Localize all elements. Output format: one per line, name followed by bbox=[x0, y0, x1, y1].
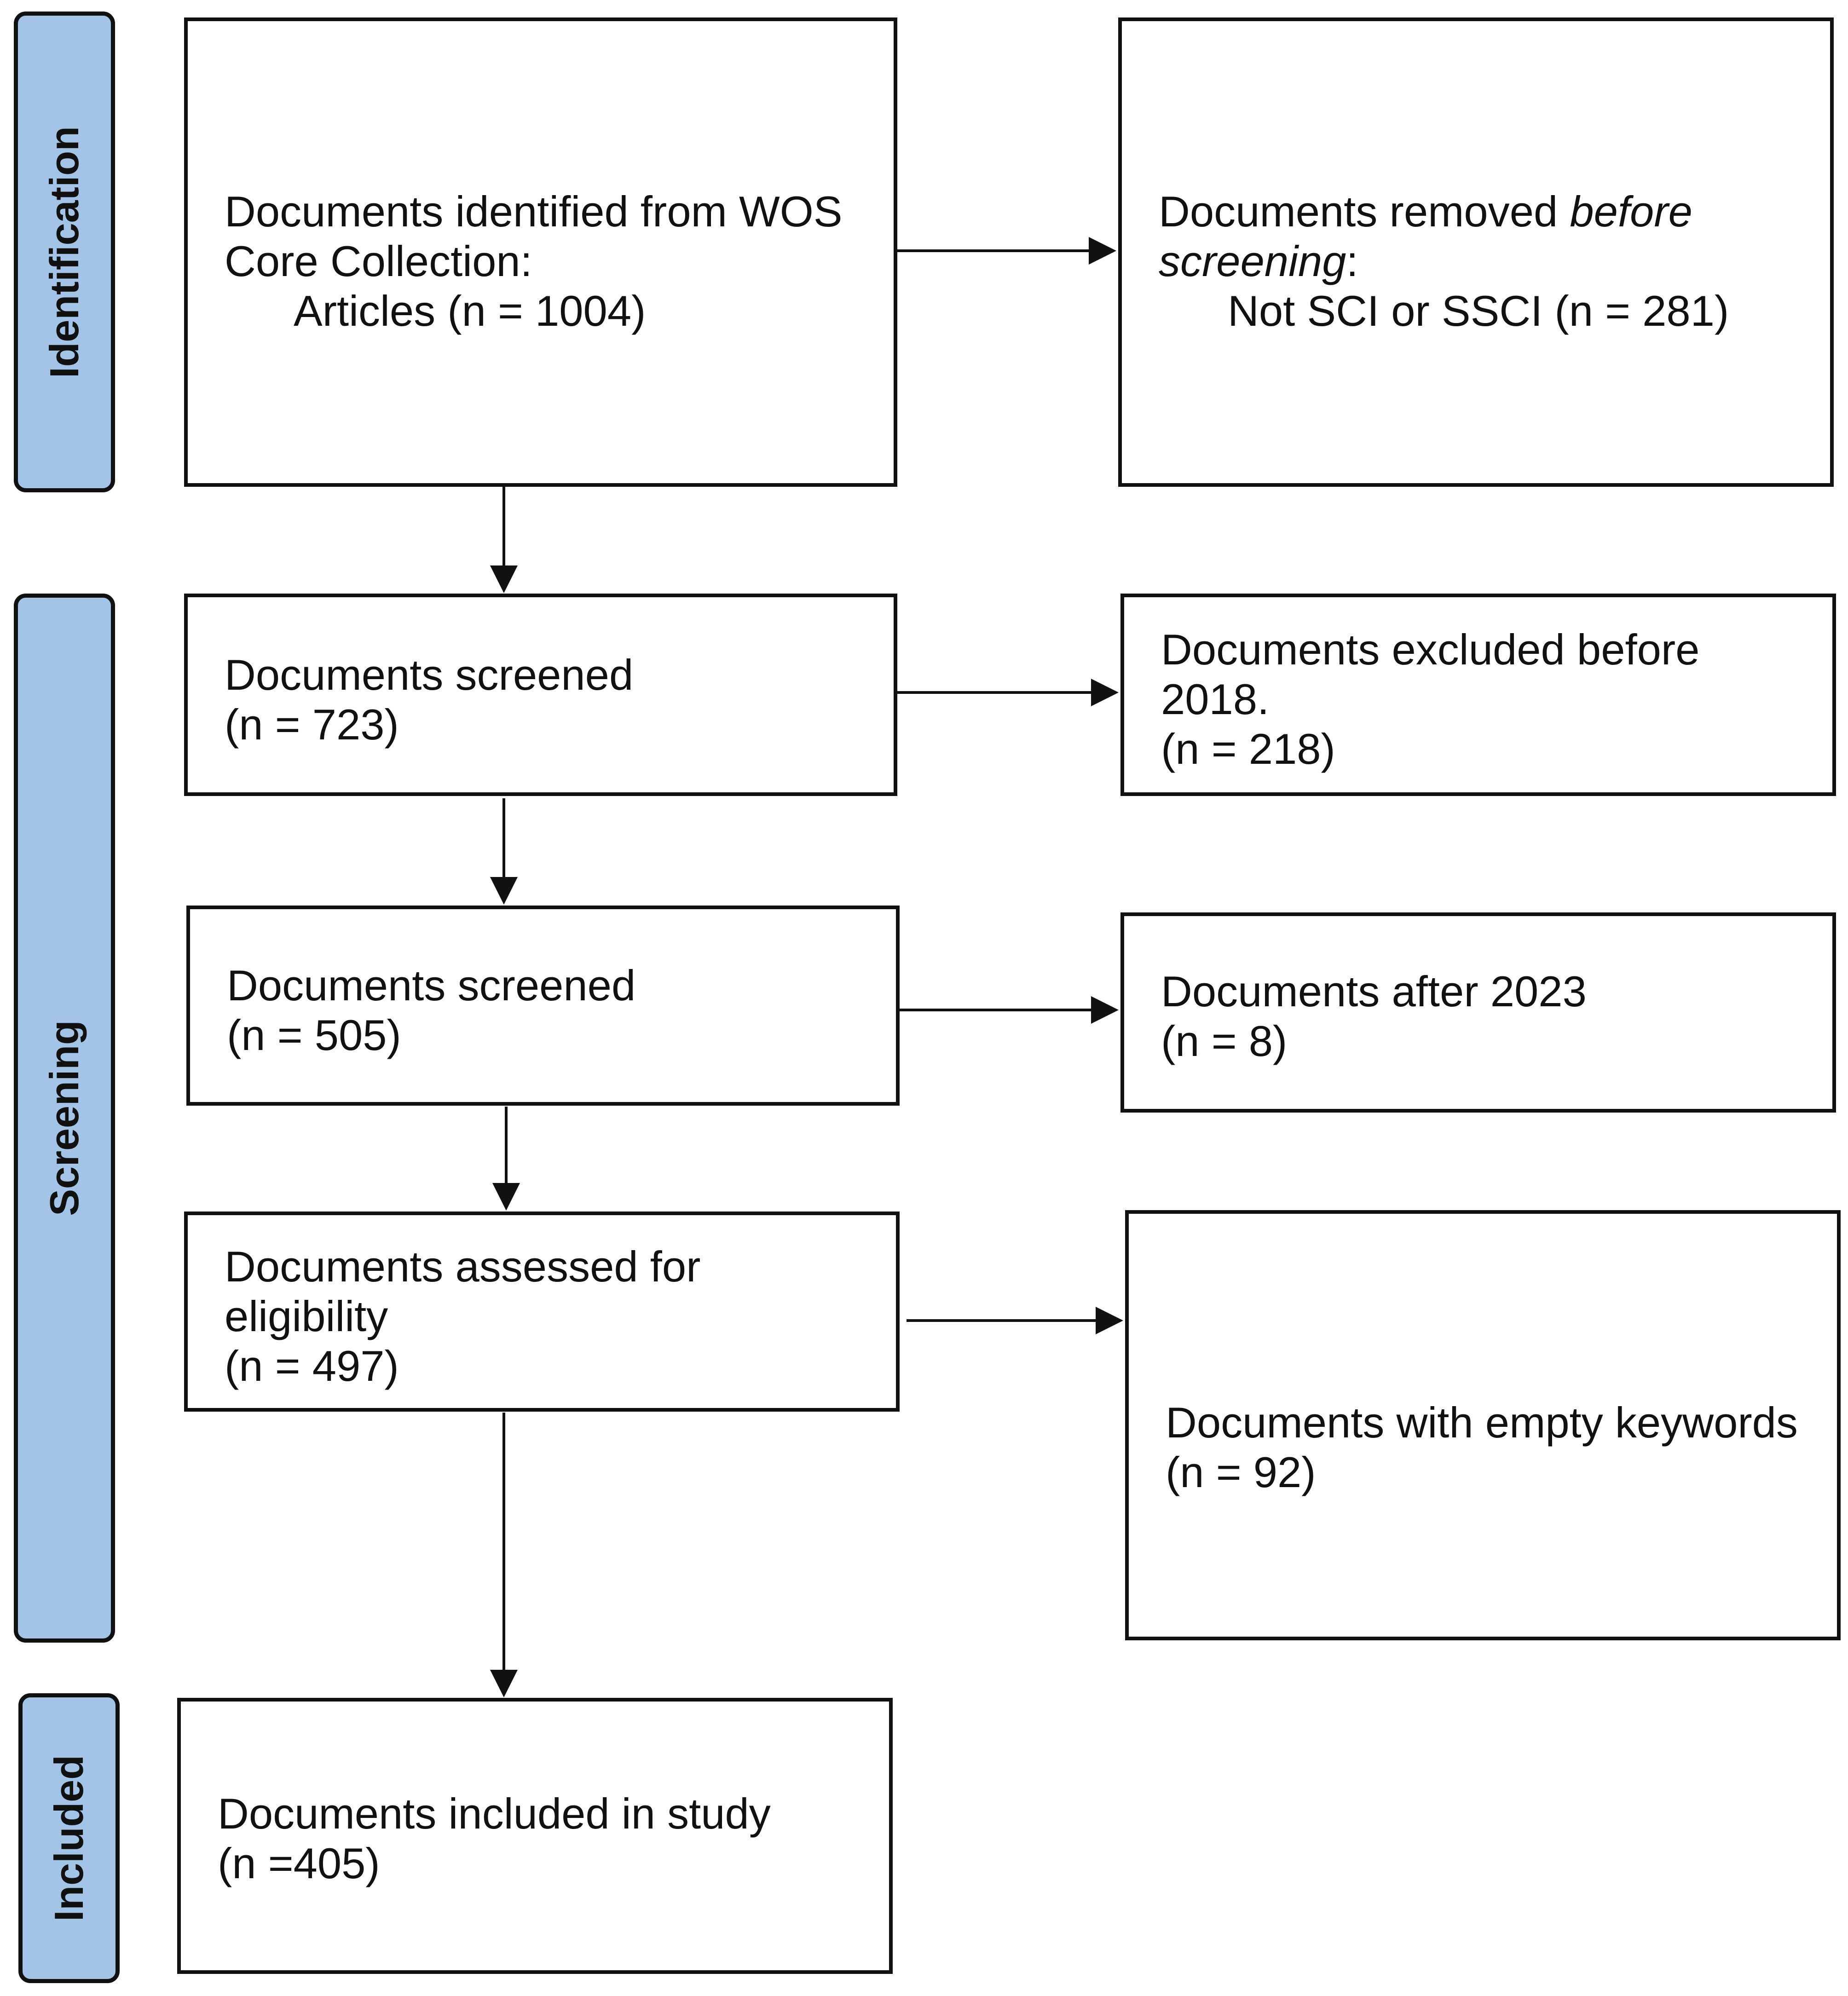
excluded-2018-line1: Documents excluded before bbox=[1161, 625, 1700, 674]
identified-count: Articles (n = 1004) bbox=[294, 287, 646, 335]
screened-505-line1: Documents screened bbox=[227, 961, 636, 1010]
removed-box: Documents removed before screening: Not … bbox=[1118, 17, 1834, 487]
assessed-box: Documents assessed for eligibility (n = … bbox=[184, 1211, 900, 1412]
included-count: (n =405) bbox=[218, 1839, 380, 1887]
identified-line2: Core Collection: bbox=[225, 237, 532, 285]
screened-723-box: Documents screened (n = 723) bbox=[184, 594, 897, 796]
excluded-2018-count: (n = 218) bbox=[1161, 725, 1335, 773]
removed-line1: Documents removed before bbox=[1159, 187, 1692, 236]
identified-line1: Documents identified from WOS bbox=[225, 187, 843, 236]
after-2023-box: Documents after 2023 (n = 8) bbox=[1120, 912, 1836, 1113]
identified-box: Documents identified from WOS Core Colle… bbox=[184, 17, 897, 487]
assessed-line2: eligibility bbox=[225, 1292, 388, 1340]
excluded-2018-box: Documents excluded before 2018. (n = 218… bbox=[1120, 594, 1836, 796]
screened-723-count: (n = 723) bbox=[225, 700, 399, 749]
after-2023-count: (n = 8) bbox=[1161, 1017, 1288, 1065]
included-box: Documents included in study (n =405) bbox=[177, 1698, 893, 1974]
screened-723-line1: Documents screened bbox=[225, 651, 634, 699]
empty-keywords-count: (n = 92) bbox=[1166, 1448, 1316, 1496]
screened-505-count: (n = 505) bbox=[227, 1011, 401, 1059]
removed-line2: screening: bbox=[1159, 237, 1358, 285]
empty-keywords-box: Documents with empty keywords (n = 92) bbox=[1125, 1210, 1841, 1640]
assessed-count: (n = 497) bbox=[225, 1342, 399, 1390]
empty-keywords-line1: Documents with empty keywords bbox=[1166, 1398, 1798, 1447]
stage-bar-included: Included bbox=[18, 1693, 120, 1983]
included-line1: Documents included in study bbox=[218, 1789, 771, 1838]
after-2023-line1: Documents after 2023 bbox=[1161, 967, 1587, 1015]
stage-bar-screening: Screening bbox=[14, 594, 115, 1643]
removed-count: Not SCI or SSCI (n = 281) bbox=[1228, 287, 1729, 335]
excluded-2018-line2: 2018. bbox=[1161, 675, 1270, 723]
stage-bar-identification: Identification bbox=[14, 12, 115, 492]
screened-505-box: Documents screened (n = 505) bbox=[186, 906, 900, 1106]
assessed-line1: Documents assessed for bbox=[225, 1242, 701, 1291]
